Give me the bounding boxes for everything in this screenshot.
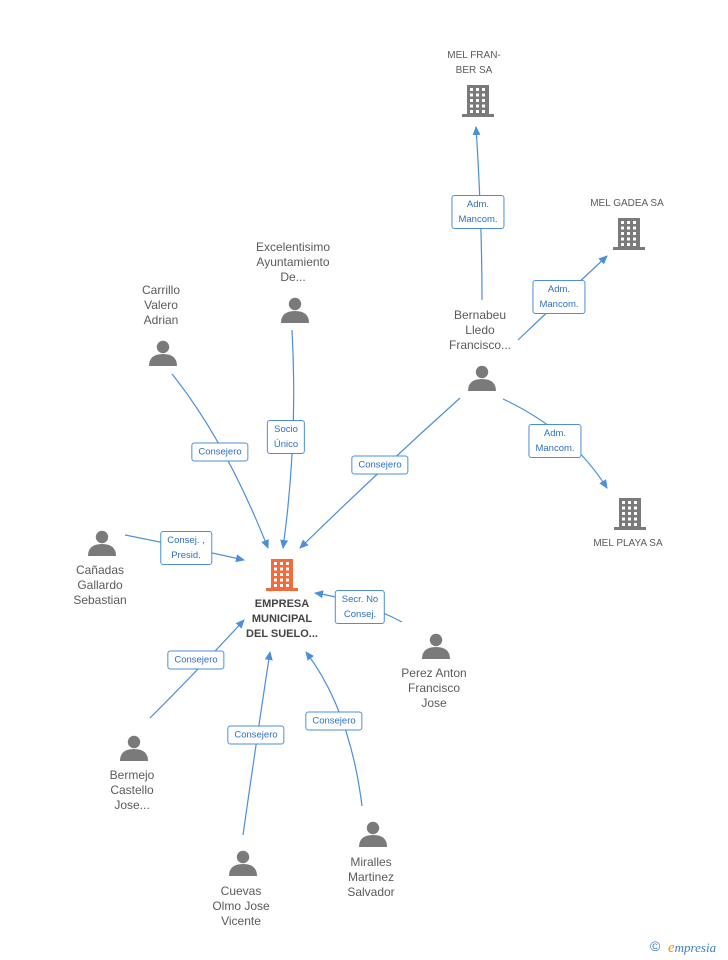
company-building-icon-mel-gadea[interactable] bbox=[613, 218, 645, 250]
node-label-cuevas[interactable]: Cuevas Olmo Jose Vicente bbox=[212, 884, 270, 928]
edge-label-bernabeu-to-center[interactable]: Consejero bbox=[351, 455, 409, 475]
node-label-bernabeu[interactable]: Bernabeu Lledo Francisco... bbox=[448, 308, 512, 352]
edge-label-carrillo-to-center[interactable]: Consejero bbox=[191, 442, 249, 462]
person-icon-canadas[interactable] bbox=[88, 530, 116, 556]
node-label-perez[interactable]: Perez Anton Francisco Jose bbox=[401, 666, 467, 710]
node-label-center[interactable]: EMPRESA MUNICIPAL DEL SUELO... bbox=[246, 598, 318, 640]
brand-initial: e bbox=[668, 940, 675, 956]
company-building-icon-mel-franber[interactable] bbox=[462, 85, 494, 117]
edge-label-bernabeu-to-mel-gadea[interactable]: Adm. Mancom. bbox=[532, 280, 586, 314]
node-label-canadas[interactable]: Cañadas Gallardo Sebastian bbox=[73, 563, 127, 607]
edge-label-miralles-to-center[interactable]: Consejero bbox=[305, 711, 363, 731]
edge-label-perez-to-center[interactable]: Secr. No Consej. bbox=[334, 590, 386, 624]
node-label-bermejo[interactable]: Bermejo Castello Jose... bbox=[109, 768, 155, 812]
center-company-building-icon[interactable] bbox=[266, 559, 298, 591]
person-icon-cuevas[interactable] bbox=[229, 850, 257, 876]
copyright-icon: © bbox=[650, 938, 661, 954]
person-icon-bernabeu[interactable] bbox=[468, 365, 496, 391]
person-icon-excelentisimo[interactable] bbox=[281, 297, 309, 323]
node-label-mel-franber[interactable]: MEL FRAN- BER SA bbox=[447, 50, 501, 76]
edge-label-canadas-to-center[interactable]: Consej. , Presid. bbox=[160, 531, 212, 565]
node-label-mel-playa[interactable]: MEL PLAYA SA bbox=[593, 538, 663, 549]
company-building-icon-mel-playa[interactable] bbox=[614, 498, 646, 530]
person-icon-perez[interactable] bbox=[422, 633, 450, 659]
person-icon-bermejo[interactable] bbox=[120, 735, 148, 761]
edge-label-excelentisimo-to-center[interactable]: Socio Único bbox=[266, 420, 306, 454]
person-icon-miralles[interactable] bbox=[359, 821, 387, 847]
node-label-carrillo[interactable]: Carrillo Valero Adrian bbox=[141, 283, 181, 327]
node-label-mel-gadea[interactable]: MEL GADEA SA bbox=[590, 198, 664, 209]
edge-label-cuevas-to-center[interactable]: Consejero bbox=[227, 725, 285, 745]
edge-label-bernabeu-to-mel-playa[interactable]: Adm. Mancom. bbox=[528, 424, 582, 458]
node-label-excelentisimo[interactable]: Excelentisimo Ayuntamiento De... bbox=[255, 240, 331, 284]
node-label-miralles[interactable]: Miralles Martinez Salvador bbox=[347, 855, 395, 899]
edge-label-bernabeu-to-mel-franber[interactable]: Adm. Mancom. bbox=[451, 195, 505, 229]
edge-label-bermejo-to-center[interactable]: Consejero bbox=[167, 650, 225, 670]
brand-logo[interactable]: empresia bbox=[668, 940, 716, 957]
edges-layer bbox=[124, 126, 608, 836]
person-icon-carrillo[interactable] bbox=[149, 340, 177, 366]
icons-layer bbox=[88, 85, 646, 876]
brand-name: mpresia bbox=[674, 940, 717, 955]
